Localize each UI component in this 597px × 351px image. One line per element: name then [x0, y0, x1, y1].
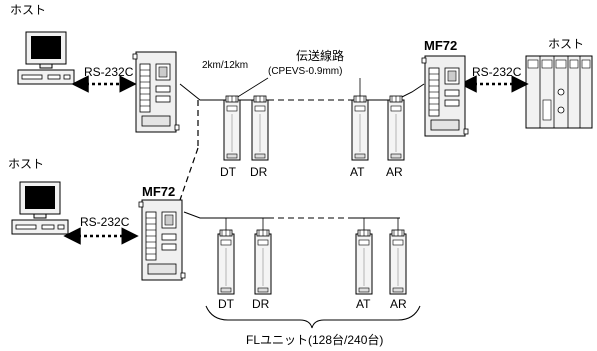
rs232c-label-bottom-left: RS-232C: [80, 215, 130, 229]
interlink-dashed-diagonal: [179, 147, 199, 201]
label-dr-bottom: DR: [252, 297, 270, 311]
fl-unit-dr-bottom: [254, 229, 272, 295]
fl-unit-at-bottom: [355, 229, 373, 295]
mf72-unit-top-left: [132, 51, 180, 133]
host-label-right: ホスト: [548, 37, 584, 51]
line-top-left-segment: [179, 83, 224, 101]
rs232c-label-top-left: RS-232C: [84, 65, 134, 79]
label-ar-bottom: AR: [390, 297, 407, 311]
label-dt-top: DT: [220, 165, 237, 179]
mf72-unit-bottom: [138, 199, 186, 281]
line-bottom-left-segment: [183, 211, 214, 219]
host-label-top-left: ホスト: [10, 3, 46, 17]
line-name-label: 伝送線路: [296, 48, 344, 63]
fl-unit-brace: [205, 305, 421, 329]
label-at-bottom: AT: [356, 297, 371, 311]
host-computer-bottom-left: [11, 181, 69, 235]
fl-unit-dr-top: [251, 95, 269, 161]
line-spec-label: (CPEVS-0.9mm): [268, 66, 342, 77]
callout-line-left: [235, 77, 269, 99]
distance-label: 2km/12km: [202, 60, 248, 71]
mf72-unit-right: [421, 55, 469, 137]
label-dr-top: DR: [250, 165, 268, 179]
fl-unit-dt-bottom: [217, 229, 235, 295]
fl-unit-ar-bottom: [389, 229, 407, 295]
mf72-label-right: MF72: [424, 38, 457, 53]
rs232c-label-right: RS-232C: [472, 65, 522, 79]
fl-unit-at-top: [351, 95, 369, 161]
fl-unit-dt-top: [223, 95, 241, 161]
fl-unit-label: FLユニット(128台/240台): [246, 332, 383, 347]
label-ar-top: AR: [386, 165, 403, 179]
host-computer-top-left: [17, 31, 75, 85]
label-dt-bottom: DT: [218, 297, 235, 311]
fl-unit-ar-top: [387, 95, 405, 161]
host-label-bottom-left: ホスト: [8, 157, 44, 171]
host-plc-right: [525, 55, 593, 129]
label-at-top: AT: [350, 165, 365, 179]
mf72-label-bottom: MF72: [142, 184, 175, 199]
